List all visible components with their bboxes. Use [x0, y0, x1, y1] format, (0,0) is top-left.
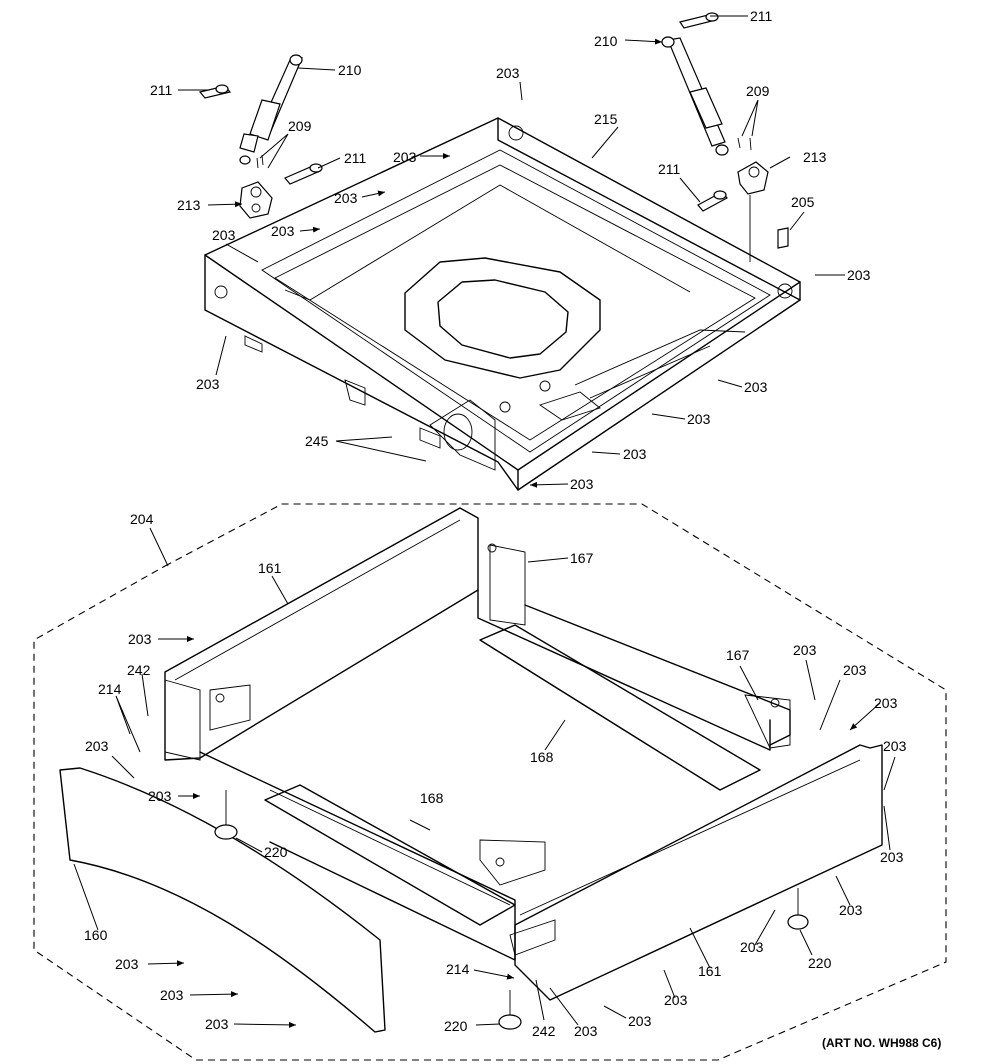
- callout-203: 203: [115, 956, 139, 972]
- callout-203: 203: [687, 411, 711, 427]
- callout-211: 211: [750, 8, 773, 24]
- callout-220: 220: [264, 844, 288, 860]
- base-frame-215: [204, 117, 801, 491]
- suspension-assembly-left: [198, 54, 323, 219]
- callout-203: 203: [334, 190, 358, 206]
- callout-214: 214: [98, 681, 122, 697]
- callout-211: 211: [344, 150, 367, 166]
- callout-168: 168: [530, 749, 554, 765]
- callout-210: 210: [338, 62, 362, 78]
- callout-203: 203: [393, 149, 417, 165]
- callout-242: 242: [532, 1023, 556, 1039]
- callout-205: 205: [791, 194, 815, 210]
- callout-203: 203: [148, 788, 172, 804]
- callout-203: 203: [744, 379, 768, 395]
- callout-168: 168: [420, 790, 444, 806]
- callout-161: 161: [698, 963, 722, 979]
- callout-203: 203: [843, 662, 867, 678]
- callout-leaders: [73, 15, 896, 1028]
- callout-203: 203: [196, 376, 220, 392]
- pedestal-frame: [164, 507, 883, 1001]
- callout-203: 203: [839, 902, 863, 918]
- art-number: (ART NO. WH988 C6): [822, 1036, 941, 1050]
- callout-203: 203: [880, 849, 904, 865]
- callout-160: 160: [84, 927, 108, 943]
- callout-213: 213: [803, 149, 827, 165]
- callout-203: 203: [160, 987, 184, 1003]
- suspension-assembly-right: [661, 12, 789, 262]
- callout-203: 203: [271, 223, 295, 239]
- callout-203: 203: [847, 267, 871, 283]
- callout-203: 203: [85, 738, 109, 754]
- pedestal-kit-boundary: [33, 503, 947, 1061]
- callout-211: 211: [150, 82, 173, 98]
- callout-209: 209: [288, 118, 312, 134]
- callout-167: 167: [570, 550, 594, 566]
- callout-214: 214: [446, 961, 470, 977]
- callout-203: 203: [496, 65, 520, 81]
- callout-204: 204: [130, 511, 154, 527]
- callout-203: 203: [874, 695, 898, 711]
- callout-203: 203: [570, 476, 594, 492]
- callout-203: 203: [883, 738, 907, 754]
- callout-203: 203: [628, 1013, 652, 1029]
- callout-203: 203: [793, 642, 817, 658]
- callout-242: 242: [127, 662, 151, 678]
- callout-203: 203: [623, 446, 647, 462]
- callout-203: 203: [205, 1016, 229, 1032]
- front-panel-160: [59, 767, 386, 1033]
- callout-210: 210: [594, 33, 618, 49]
- callout-211: 211: [658, 161, 681, 177]
- callout-220: 220: [808, 955, 832, 971]
- callout-209: 209: [746, 83, 770, 99]
- callout-203: 203: [740, 939, 764, 955]
- callout-167: 167: [726, 647, 750, 663]
- callout-203: 203: [664, 992, 688, 1008]
- callout-161: 161: [258, 560, 282, 576]
- callout-220: 220: [444, 1018, 468, 1034]
- callout-203: 203: [128, 631, 152, 647]
- leveling-legs-220: [214, 790, 809, 1030]
- callout-203: 203: [574, 1023, 598, 1039]
- callout-245: 245: [305, 433, 329, 449]
- callout-215: 215: [594, 111, 618, 127]
- callout-203: 203: [212, 227, 236, 243]
- callout-213: 213: [177, 197, 201, 213]
- callout-labels: 211 210 211 210 209 211 213 215 203 203 …: [84, 8, 941, 1050]
